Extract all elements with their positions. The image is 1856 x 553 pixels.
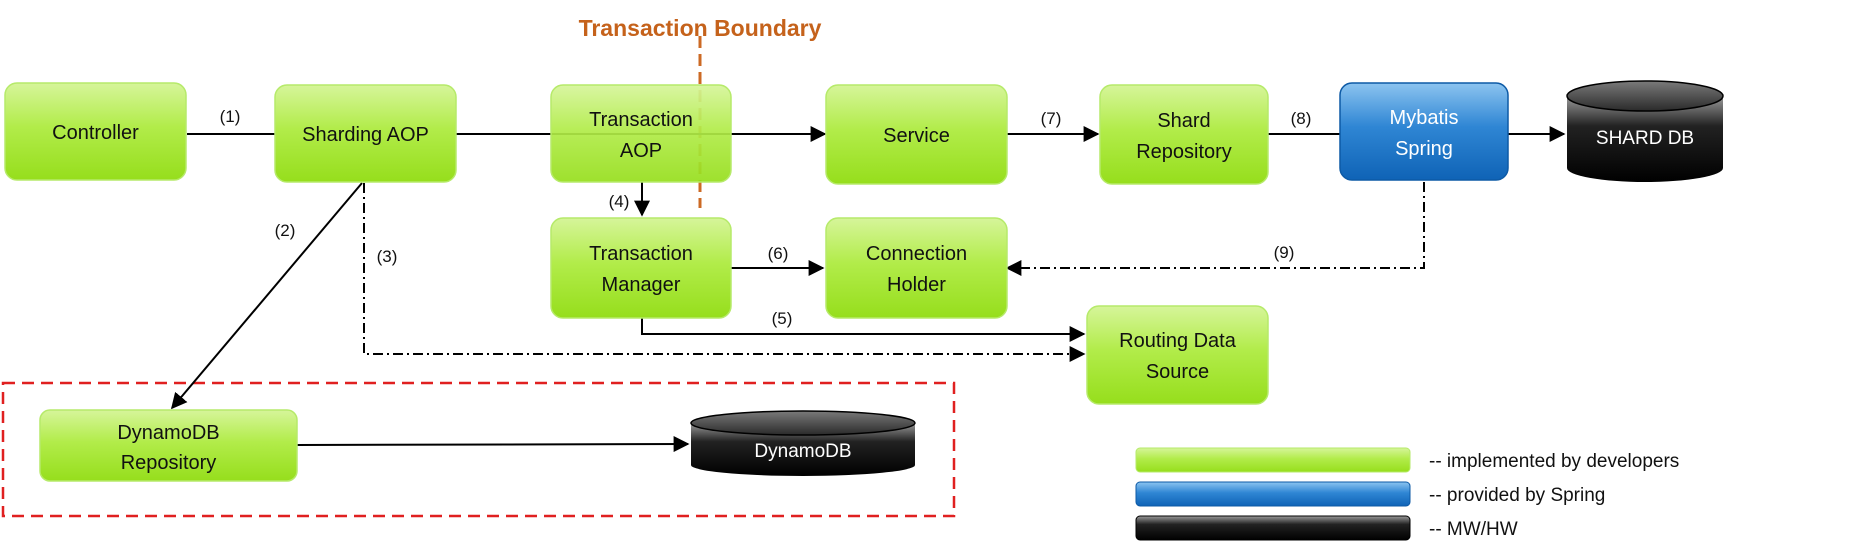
- node-mybatis-spring-label-2: Spring: [1395, 138, 1453, 160]
- node-transaction-aop-label-2: AOP: [620, 140, 662, 162]
- node-transaction-aop: Transaction AOP: [550, 84, 732, 183]
- node-controller-label: Controller: [52, 122, 139, 144]
- node-connection-holder-label-2: Holder: [887, 274, 946, 296]
- legend-label-spring: -- provided by Spring: [1429, 485, 1605, 506]
- edge-txmanager-routing: [641, 318, 1086, 342]
- legend-swatch-implemented: [1135, 447, 1411, 473]
- edge-mybatis-connholder: [1005, 182, 1425, 276]
- node-shard-db-label: SHARD DB: [1596, 128, 1694, 149]
- node-shard-db: SHARD DB: [1566, 80, 1724, 182]
- node-routing-data-source-label-2: Source: [1146, 361, 1209, 383]
- node-transaction-manager-label-2: Manager: [602, 274, 681, 296]
- edge-label-5: (5): [772, 309, 793, 328]
- edge-sharding-dynamorepo: [170, 182, 363, 410]
- node-dynamodb-label: DynamoDB: [754, 441, 851, 462]
- dynamodb-region: [1, 381, 956, 518]
- edge-label-9: (9): [1274, 243, 1295, 262]
- node-dynamodb: DynamoDB: [690, 410, 916, 476]
- legend-label-hw: -- MW/HW: [1429, 519, 1518, 540]
- edge-label-2: (2): [275, 221, 296, 240]
- legend-swatch-spring: [1135, 481, 1411, 507]
- edge-label-1: (1): [220, 107, 241, 126]
- node-connection-holder-label-1: Connection: [866, 243, 967, 265]
- node-service: Service: [825, 84, 1008, 185]
- node-sharding-aop-label: Sharding AOP: [302, 124, 429, 146]
- node-dynamodb-repository-label-2: Repository: [121, 452, 217, 474]
- node-routing-data-source-label-1: Routing Data: [1119, 330, 1237, 352]
- node-mybatis-spring: Mybatis Spring: [1339, 82, 1509, 181]
- edge-label-8: (8): [1291, 109, 1312, 128]
- node-mybatis-spring-label-1: Mybatis: [1390, 107, 1459, 129]
- legend: -- implemented by developers -- provided…: [1135, 447, 1679, 541]
- node-service-label: Service: [883, 125, 950, 147]
- node-routing-data-source: Routing Data Source: [1086, 305, 1269, 405]
- edge-label-6: (6): [768, 244, 789, 263]
- node-connection-holder: Connection Holder: [825, 217, 1008, 319]
- node-sharding-aop: Sharding AOP: [274, 84, 457, 183]
- legend-label-implemented: -- implemented by developers: [1429, 451, 1679, 472]
- legend-swatch-hw: [1135, 515, 1411, 541]
- node-dynamodb-repository-label-1: DynamoDB: [117, 422, 219, 444]
- node-transaction-manager: Transaction Manager: [550, 217, 732, 319]
- node-dynamodb-repository: DynamoDB Repository: [39, 409, 298, 482]
- edge-label-3: (3): [377, 247, 398, 266]
- node-shard-repository: Shard Repository: [1099, 84, 1269, 185]
- edge-label-7: (7): [1041, 109, 1062, 128]
- node-shard-repository-label-1: Shard: [1157, 110, 1210, 132]
- edge-dynamorepo-dynamodb: [296, 436, 690, 453]
- edge-label-4: (4): [609, 192, 630, 211]
- node-transaction-manager-label-1: Transaction: [589, 243, 693, 265]
- node-controller: Controller: [4, 82, 187, 181]
- node-transaction-aop-label-1: Transaction: [589, 109, 693, 131]
- node-shard-repository-label-2: Repository: [1136, 141, 1232, 163]
